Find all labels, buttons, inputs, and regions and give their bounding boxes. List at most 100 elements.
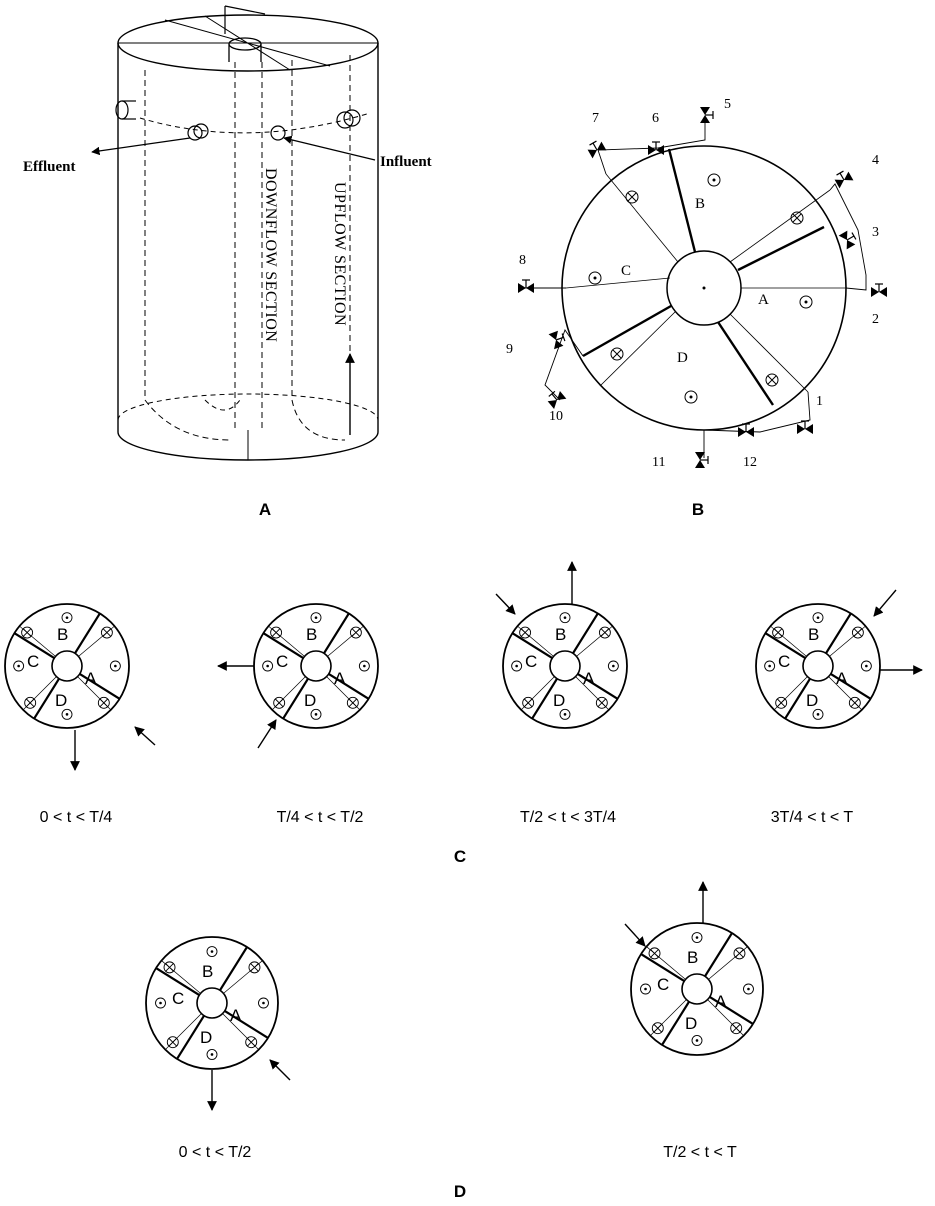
cross-marker-icon xyxy=(648,947,661,960)
sector-label: A xyxy=(715,992,727,1011)
sector-label: B xyxy=(555,625,566,644)
dot-marker-icon xyxy=(109,660,121,672)
sector-label: A xyxy=(334,669,346,688)
compartment-diagram: A BC D xyxy=(4,603,130,729)
cross-marker-icon xyxy=(273,696,286,709)
valve-number: 2 xyxy=(872,312,879,327)
sector-label: B xyxy=(306,625,317,644)
dot-marker-icon xyxy=(258,997,269,1009)
sector-label: B xyxy=(202,962,213,981)
phase-caption: 0 < t < T/4 xyxy=(40,809,113,826)
sector-b-label: B xyxy=(695,196,705,212)
valve-number: 6 xyxy=(652,111,659,126)
sector-a-label: A xyxy=(758,292,769,308)
sector-c-label: C xyxy=(621,263,631,279)
phase-caption: 3T/4 < t < T xyxy=(771,809,854,826)
sector-label: B xyxy=(57,625,68,644)
cross-marker-icon xyxy=(730,1022,743,1035)
dot-marker-icon xyxy=(559,708,571,720)
sector-label: A xyxy=(583,669,595,688)
panel-a-reactor: Effluent Influent DOWNFLOW SECTION UPFLO… xyxy=(23,5,432,519)
cross-marker-icon xyxy=(163,961,176,974)
cross-marker-icon xyxy=(97,696,110,709)
valve-number: 10 xyxy=(549,409,563,424)
valve-number: 9 xyxy=(506,342,513,357)
sector-label: C xyxy=(172,989,184,1008)
panel-c-label: C xyxy=(454,847,466,866)
cross-marker-icon xyxy=(21,626,34,639)
dot-marker-icon xyxy=(206,946,218,957)
dot-marker-icon xyxy=(607,660,619,672)
sector-label: A xyxy=(85,669,97,688)
dot-marker-icon xyxy=(61,612,73,624)
dot-marker-icon xyxy=(262,660,274,672)
flow-marker-icons xyxy=(588,173,813,404)
dot-marker-icon xyxy=(13,660,25,672)
cross-marker-icon xyxy=(24,696,37,709)
dot-marker-icon xyxy=(691,932,703,943)
sector-label: C xyxy=(778,652,790,671)
cross-marker-icon xyxy=(775,696,788,709)
dot-marker-icon xyxy=(61,708,73,720)
cross-marker-icon xyxy=(522,696,535,709)
sector-label: C xyxy=(657,975,669,994)
sector-label: A xyxy=(836,669,848,688)
cross-marker-icon xyxy=(248,961,261,974)
dot-marker-icon xyxy=(206,1049,218,1060)
cross-marker-icon xyxy=(519,626,532,639)
cross-marker-icon xyxy=(245,1036,258,1049)
cross-marker-icon xyxy=(651,1022,664,1035)
valve-number: 1 xyxy=(816,394,823,409)
dot-marker-icon xyxy=(640,983,651,995)
cross-marker-icon xyxy=(270,626,283,639)
cross-marker-icon xyxy=(166,1036,179,1049)
valve-number: 3 xyxy=(872,225,879,240)
cross-marker-icon xyxy=(851,626,864,639)
effluent-label: Effluent xyxy=(23,159,76,175)
panel-d-label: D xyxy=(454,1182,466,1201)
sector-label: C xyxy=(276,652,288,671)
valve-number: 5 xyxy=(724,97,731,112)
cross-marker-icon xyxy=(346,696,359,709)
compartment-diagram: A BC D xyxy=(145,936,279,1070)
sector-label: D xyxy=(685,1014,697,1033)
valve-number: 7 xyxy=(592,111,599,126)
dot-marker-icon xyxy=(511,660,523,672)
dot-marker-icon xyxy=(310,612,322,624)
valve-number: 11 xyxy=(652,455,665,470)
compartment-diagram: A BC D xyxy=(755,603,881,729)
phase-caption: T/2 < t < T xyxy=(663,1144,737,1161)
valve-number: 4 xyxy=(872,153,879,168)
valve-number: 12 xyxy=(743,455,757,470)
cross-marker-icon xyxy=(733,947,746,960)
sector-label: D xyxy=(200,1028,212,1047)
panel-b-top-view: A B C D 1 2 3 4 5 6 7 8 9 10 11 12 B xyxy=(506,97,888,519)
sector-label: D xyxy=(806,691,818,710)
dot-marker-icon xyxy=(764,660,776,672)
cross-marker-icon xyxy=(848,696,861,709)
dot-marker-icon xyxy=(743,983,754,995)
cross-marker-icon xyxy=(100,626,113,639)
sector-d-label: D xyxy=(677,350,688,366)
sector-label: B xyxy=(808,625,819,644)
panel-b-label: B xyxy=(692,500,704,519)
cross-marker-icon xyxy=(349,626,362,639)
dot-marker-icon xyxy=(358,660,370,672)
dot-marker-icon xyxy=(860,660,872,672)
panel-a-label: A xyxy=(259,500,271,519)
sector-label: A xyxy=(230,1006,242,1025)
dot-marker-icon xyxy=(155,997,166,1009)
sector-label: C xyxy=(27,652,39,671)
dot-marker-icon xyxy=(691,1035,703,1046)
dot-marker-icon xyxy=(812,708,824,720)
cross-marker-icon xyxy=(598,626,611,639)
sector-label: D xyxy=(304,691,316,710)
sector-label: C xyxy=(525,652,537,671)
sector-label: D xyxy=(55,691,67,710)
valve-number: 8 xyxy=(519,253,526,268)
